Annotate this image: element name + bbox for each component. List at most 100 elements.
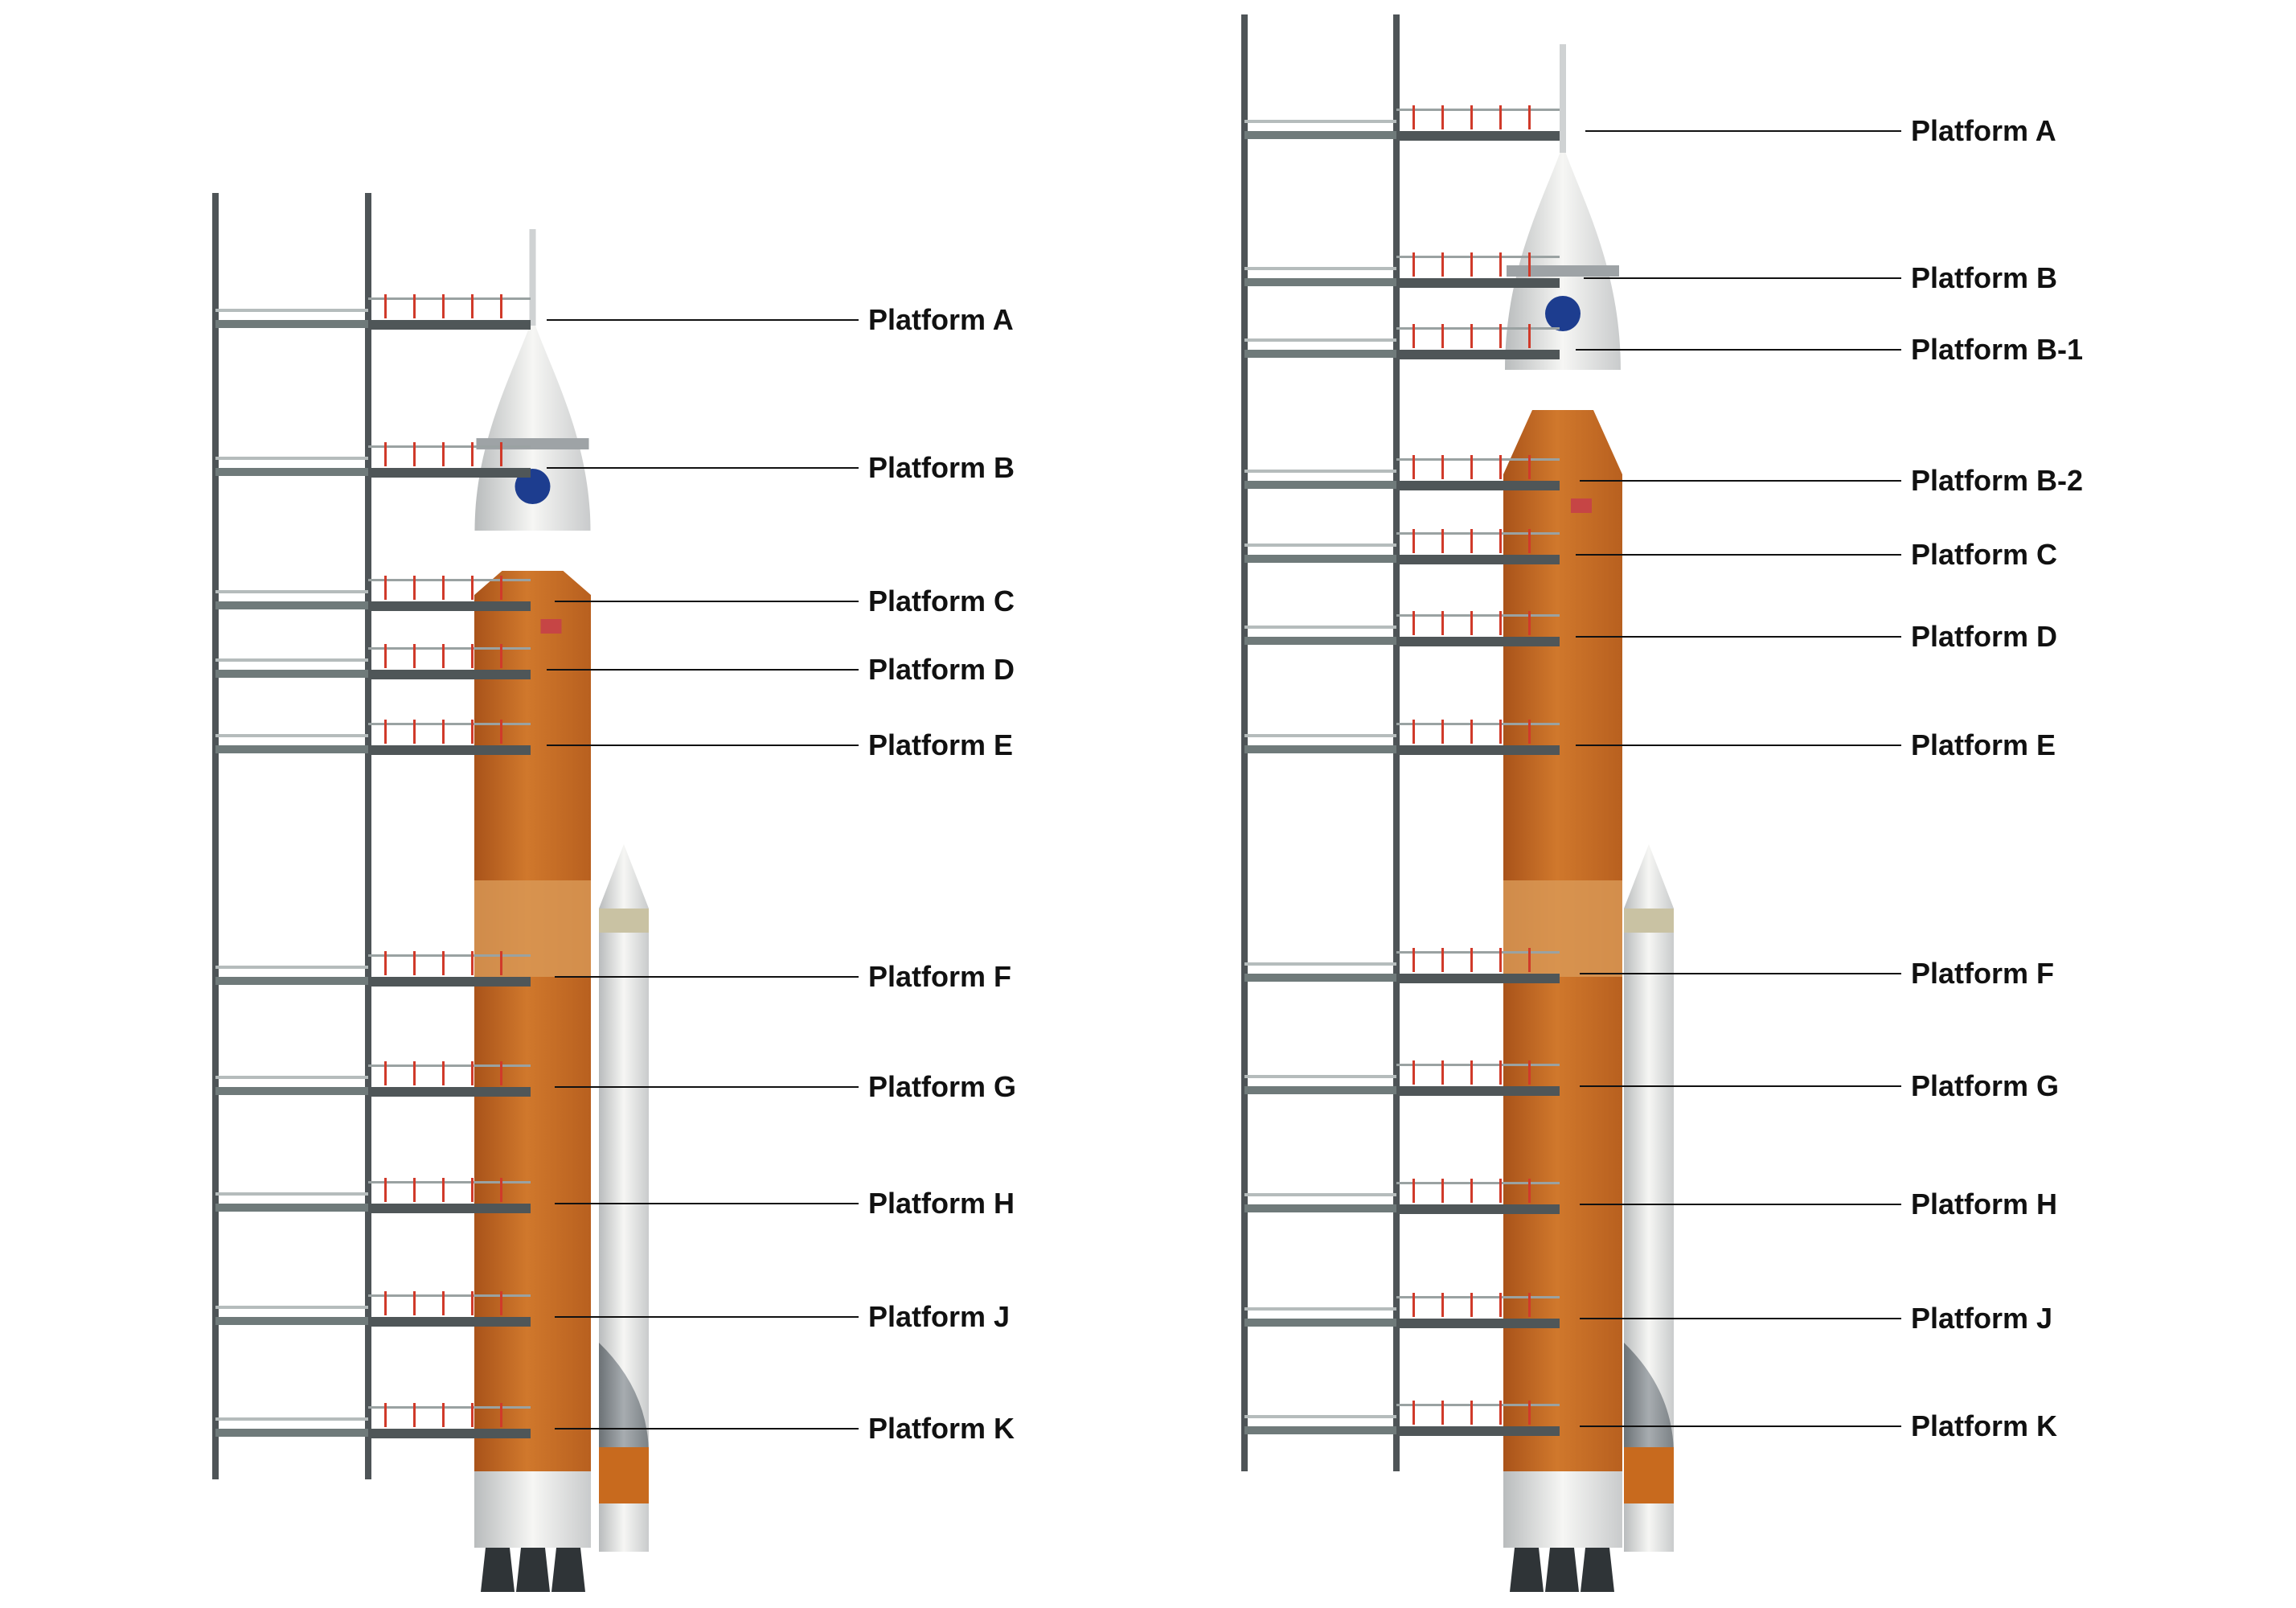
platform-label: Platform E [1911,728,2056,761]
platform-label: Platform B [868,451,1015,484]
railing-post [1499,948,1502,972]
railing-post [413,1291,416,1315]
platform-deck [1244,481,1396,489]
work-platform [1396,131,1560,141]
railing-post [1441,455,1444,479]
platform: Platform B [215,442,1015,484]
platform-label: Platform J [868,1300,1010,1333]
platform-railing [215,1192,368,1196]
railing-post [1499,529,1502,553]
railing-post [442,442,445,466]
railing-post [1470,720,1473,744]
platform-deck [215,320,368,328]
platform-railing [215,734,368,737]
railing-post [413,1403,416,1427]
railing-post [471,1178,474,1202]
work-platform [1396,481,1560,490]
platform: Platform D [215,644,1015,686]
work-platform [368,1317,531,1327]
railing-post [1441,1060,1444,1085]
platform-deck [1244,1204,1396,1212]
work-railing [368,1294,531,1297]
platform-railing [1244,544,1396,547]
capsule-band [1507,265,1619,277]
railing-post [1528,252,1531,277]
platform-deck [215,468,368,476]
platform-railing [1244,338,1396,342]
railing-post [1528,1179,1531,1203]
railing-post [1441,611,1444,635]
work-platform [368,745,531,755]
railing-post [1470,105,1473,129]
railing-post [1528,455,1531,479]
tower-column [1241,14,1248,1471]
crew-capsule [1505,145,1621,370]
booster-aft-band [1624,1447,1674,1503]
platform-label: Platform K [1911,1409,2057,1442]
platform: Platform E [215,720,1013,761]
railing-post [1412,720,1415,744]
work-platform [368,977,531,987]
platform-label: Platform K [868,1412,1015,1445]
railing-post [384,1291,387,1315]
railing-post [1499,1060,1502,1085]
railing-post [471,294,474,318]
platform: Platform A [215,294,1014,336]
railing-post [1499,324,1502,348]
railing-post [442,294,445,318]
work-platform [1396,637,1560,646]
railing-post [1412,611,1415,635]
work-railing [1396,327,1560,330]
work-railing [368,1406,531,1409]
railing-post [471,1061,474,1085]
platform-railing [215,1306,368,1309]
platform-railing [215,309,368,312]
platform-deck [215,1087,368,1095]
railing-post [442,720,445,744]
railing-post [1441,252,1444,277]
railing-post [1499,1179,1502,1203]
platform-label: Platform B-1 [1911,333,2083,366]
platform: Platform F [1244,948,2054,990]
platform-deck [1244,350,1396,358]
railing-post [1412,105,1415,129]
work-railing [368,1064,531,1067]
platform-railing [1244,267,1396,270]
platform-deck [215,977,368,985]
railing-post [413,1061,416,1085]
platform-deck [215,745,368,753]
platform-railing [215,457,368,460]
engine-nozzle [481,1548,515,1592]
railing-post [1470,1293,1473,1317]
platform-deck [1244,1086,1396,1094]
engine-nozzle [516,1548,550,1592]
platform-railing [1244,1415,1396,1418]
work-railing [1396,458,1560,461]
railing-post [1412,1293,1415,1317]
engine-nozzle [1545,1548,1579,1592]
intertank-band [1503,880,1622,977]
platform: Platform B-1 [1244,324,2083,366]
platform: Platform A [1244,105,2056,147]
railing-post [442,1061,445,1085]
platform: Platform H [1244,1179,2057,1220]
railing-post [1499,252,1502,277]
railing-post [1499,455,1502,479]
work-railing [1396,614,1560,617]
railing-post [384,951,387,975]
work-railing [368,445,531,448]
platform-label: Platform E [868,728,1013,761]
railing-post [384,1178,387,1202]
railing-post [471,1291,474,1315]
railing-post [500,576,502,600]
engine-section [474,1471,591,1548]
work-railing [1396,532,1560,535]
railing-post [1499,611,1502,635]
railing-post [384,576,387,600]
work-railing [368,954,531,957]
us-flag-icon [1571,498,1592,513]
platform: Platform B-2 [1244,455,2083,497]
intertank-band [474,880,591,977]
railing-post [500,1178,502,1202]
